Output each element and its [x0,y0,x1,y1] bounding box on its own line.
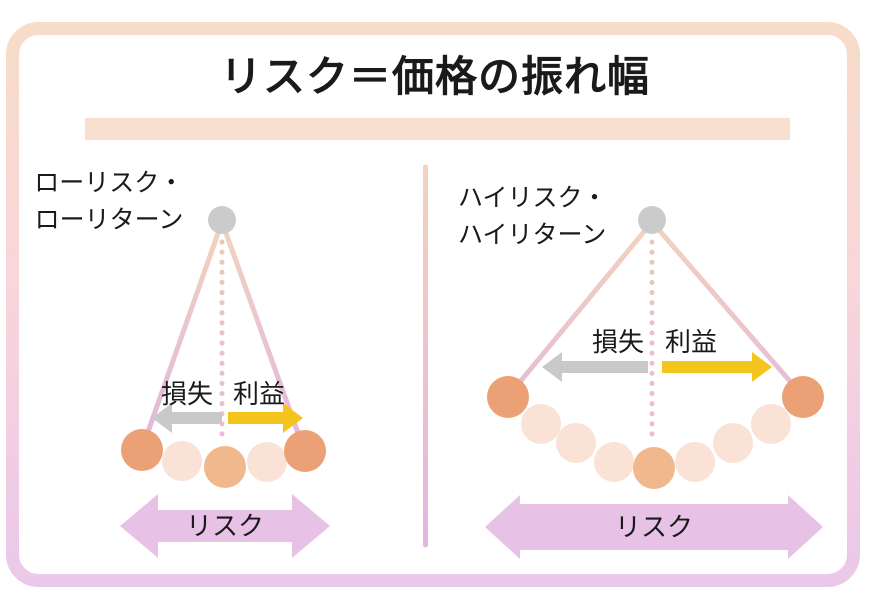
left-risk-label: リスク [185,511,265,541]
left-ball-dark-left [121,429,163,471]
right-risk-label: リスク [614,512,694,542]
page-title: リスク＝価格の振れ幅 [219,53,650,100]
right-panel-label-line2: ハイリターン [458,221,607,249]
left-panel-label-line1: ローリスク・ [34,169,184,197]
title-underline-bar [85,118,790,140]
right-ball-light-2 [556,423,596,463]
right-pendulum-rod-right [649,219,804,397]
outer-frame-border [6,22,860,587]
left-profit-label: 利益 [232,379,286,409]
left-ball-light-2 [247,442,287,482]
right-ball-light-6 [751,404,791,444]
right-pendulum [485,206,824,559]
right-ball-light-1 [521,404,561,444]
right-loss-label: 損失 [591,327,645,357]
left-loss-label: 損失 [160,379,214,409]
right-ball-dark-right [782,376,824,418]
left-profit-arrow [228,403,303,433]
left-ball-center [204,446,246,488]
left-ball-dark-right [284,430,326,472]
left-panel-label: ローリスク・ ローリターン [24,165,194,239]
right-ball-light-4 [675,442,715,482]
right-ball-light-3 [594,442,634,482]
right-profit-label: 利益 [664,327,718,357]
right-ball-light-5 [713,423,753,463]
left-pendulum-rod-left [140,219,225,449]
right-loss-arrow [542,352,648,382]
right-ball-center [633,447,675,489]
right-panel-label-line1: ハイリスク・ [458,184,608,212]
left-panel-label-line2: ローリターン [34,206,184,234]
left-pendulum [120,206,330,558]
right-pendulum-rod-left [507,219,655,397]
right-risk-arrow [485,495,823,559]
left-risk-arrow [120,494,330,558]
right-pivot-ball [638,206,666,234]
right-panel-label: ハイリスク・ ハイリターン [458,180,678,254]
left-ball-light-1 [162,441,202,481]
left-loss-arrow [152,403,222,433]
right-profit-arrow [662,352,772,382]
right-ball-dark-left [487,376,529,418]
left-pivot-ball [208,206,236,234]
